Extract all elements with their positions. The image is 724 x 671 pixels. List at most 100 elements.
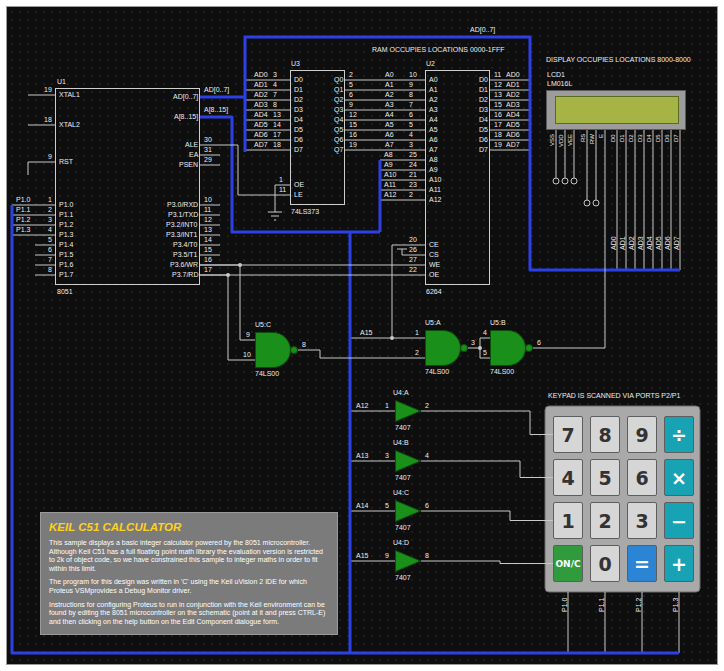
- net-label: A5: [385, 121, 394, 129]
- pin-number: 5: [483, 349, 487, 357]
- ic-chip: U374LS373D0D1D2D3D4D5D6D7Q0Q1Q2Q3Q4Q5Q6Q…: [290, 70, 345, 205]
- pin-number: 7: [273, 91, 277, 99]
- net-label: AD0: [506, 71, 520, 79]
- net-label: A11: [384, 181, 396, 189]
- pin-name: D7: [479, 146, 488, 154]
- pin-number: 27: [409, 256, 417, 264]
- pin-name: D7: [294, 146, 303, 154]
- panel-text: This sample displays a basic integer cal…: [49, 539, 329, 573]
- net-label: P1.2: [16, 216, 30, 224]
- pin-number: 8: [273, 101, 277, 109]
- net-label: P1.1: [16, 206, 30, 214]
- pin-number: 9: [48, 153, 52, 161]
- pin-number: 1: [279, 176, 283, 184]
- net-label: A0: [385, 71, 394, 79]
- key-label: 3: [635, 511, 648, 531]
- pin-name: D1: [479, 86, 488, 94]
- buffer-body: [396, 501, 421, 522]
- pin-number: 17: [273, 131, 281, 139]
- pin-number: 9: [409, 81, 413, 89]
- pin-name: P3.6/WR: [170, 261, 198, 269]
- pin-name: Q3: [334, 106, 343, 114]
- part-label: U4:A: [393, 389, 409, 397]
- pin-number: 3: [385, 452, 389, 460]
- net-label: P1.3: [16, 226, 30, 234]
- panel-text: The program for this design was written …: [49, 578, 329, 595]
- key-label: 6: [635, 468, 648, 488]
- net-label: AD5: [506, 121, 520, 129]
- wire-connector: [200, 275, 425, 276]
- buffer-body: [396, 451, 421, 472]
- wire-connector: [298, 350, 425, 358]
- net-wire: [568, 592, 679, 653]
- pin-number: 5: [385, 502, 389, 510]
- pin-name: D1: [619, 134, 625, 142]
- buffer-body: [396, 401, 421, 422]
- keypad-key: 4: [553, 459, 583, 496]
- pin-name: P3.5/T1: [173, 251, 198, 259]
- pin-name: A5: [429, 126, 438, 134]
- pin-name: D0: [479, 76, 488, 84]
- keypad-key: 0: [590, 545, 620, 582]
- pin-number: 6: [425, 502, 429, 510]
- wire-connector: [345, 90, 425, 91]
- wire-connector: [421, 411, 553, 435]
- pin-name: XTAL2: [59, 121, 80, 129]
- part-label: U5:B: [490, 319, 506, 327]
- pin-name: P3.7/RD: [172, 271, 198, 279]
- pin-name: P1.6: [59, 261, 73, 269]
- nand-gate: U5:C74LS00: [255, 332, 298, 368]
- pin-name: P3.0/RXD: [167, 201, 198, 209]
- pin-number: 15: [494, 101, 502, 109]
- pin-name: D6: [294, 136, 303, 144]
- pin-name: Q0: [334, 76, 343, 84]
- ic-chip: U26264A0A1A2A3A4A5A6A7A8A9A10A11A12D0D1D…: [425, 70, 490, 285]
- pin-name: RW: [589, 134, 595, 144]
- part-label: U4:B: [393, 439, 409, 447]
- pin-number: 6: [349, 91, 353, 99]
- key-label: 7: [561, 425, 574, 445]
- part-label: LM016L: [547, 80, 572, 88]
- note-text: KEYPAD IS SCANNED VIA PORTS P2/P1: [548, 392, 680, 400]
- buffer-gate: U4:C7407: [395, 500, 421, 522]
- wire-connector: [421, 511, 553, 521]
- lcd-screen: [555, 96, 679, 124]
- pin-name: VEE: [567, 134, 573, 146]
- keypad-panel: [545, 406, 700, 592]
- pin-number: 16: [204, 256, 212, 264]
- pin-name: P1.4: [59, 241, 73, 249]
- nand-symbol: [255, 332, 298, 368]
- pin-number: 10: [204, 196, 212, 204]
- pin-name: P3.2/INT0: [166, 221, 198, 229]
- pin-number: 4: [48, 226, 52, 234]
- pin-name: WE: [429, 261, 440, 269]
- key-label: ×: [671, 468, 687, 488]
- pin-number: 1: [48, 196, 52, 204]
- wire-connector: [200, 145, 290, 195]
- pin-number: 2: [409, 191, 413, 199]
- net-wire: [490, 80, 530, 150]
- key-label: 2: [598, 511, 611, 531]
- part-label: U4:C: [393, 489, 409, 497]
- key-label: 9: [635, 425, 648, 445]
- net-label: AD0: [610, 236, 618, 250]
- net-label: AD4: [254, 111, 268, 119]
- net-label: AD7: [506, 141, 520, 149]
- pin-name: VDD: [558, 134, 564, 147]
- pin-number: 6: [537, 339, 541, 347]
- pin-number: 19: [494, 141, 502, 149]
- pin-number: 30: [204, 136, 212, 144]
- pin-number: 5: [409, 121, 413, 129]
- net-wire: [12, 205, 35, 235]
- net-label: AD7: [673, 236, 681, 250]
- note-text: DISPLAY OCCUPIES LOCATIONS 8000-8000: [546, 56, 691, 64]
- pin-number: 18: [44, 116, 52, 124]
- pin-number: 18: [273, 141, 281, 149]
- pin-number: 15: [349, 121, 357, 129]
- gate-bubble: [526, 345, 533, 352]
- net-label: A1: [385, 81, 394, 89]
- pin-name: D4: [294, 116, 303, 124]
- pin-number: 23: [409, 181, 417, 189]
- key-label: ON/C: [555, 559, 580, 569]
